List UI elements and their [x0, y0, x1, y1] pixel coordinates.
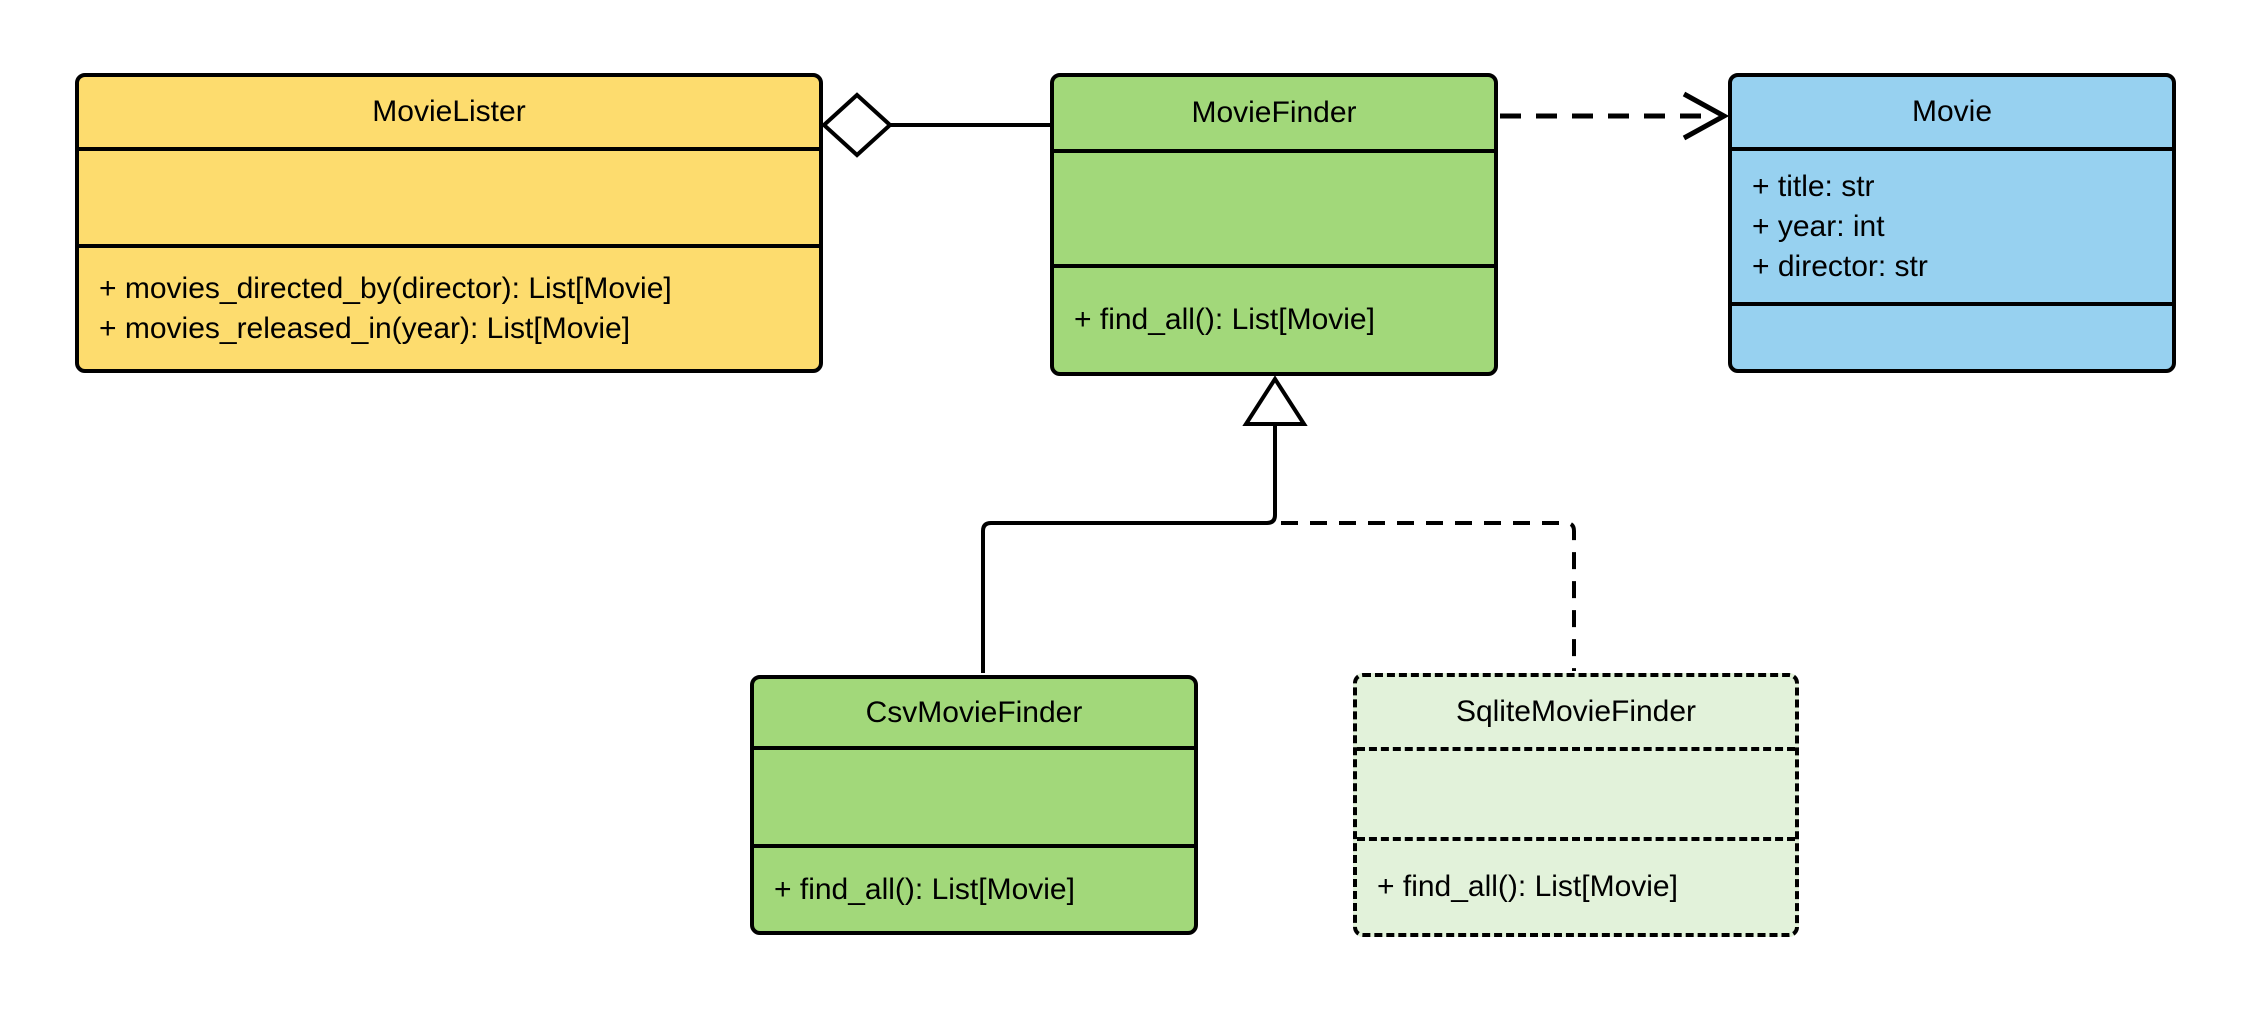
class-moviefinder: MovieFinder + find_all(): List[Movie] [1050, 73, 1498, 376]
methods-section: + find_all(): List[Movie] [1357, 837, 1795, 933]
class-title: MovieLister [79, 77, 819, 147]
aggregation-connector-movielister-moviefinder [821, 92, 1050, 158]
methods-section: + movies_directed_by(director): List[Mov… [79, 244, 819, 369]
method-label: + find_all(): List[Movie] [774, 872, 1075, 906]
class-name-label: SqliteMovieFinder [1455, 695, 1697, 728]
class-title: MovieFinder [1054, 77, 1494, 149]
methods-section: + find_all(): List[Movie] [1054, 264, 1494, 372]
class-name-label: MovieFinder [1191, 96, 1357, 129]
attribute-label: + title: str [1752, 169, 1875, 203]
attributes-section [1054, 149, 1494, 264]
class-csvmoviefinder: CsvMovieFinder + find_all(): List[Movie] [750, 675, 1198, 935]
generalization-connector-csvmoviefinder-moviefinder [981, 375, 1308, 673]
hollow-diamond-marker [821, 92, 893, 158]
method-label: + find_all(): List[Movie] [1377, 870, 1678, 903]
class-sqlitemoviefinder: SqliteMovieFinder + find_all(): List[Mov… [1353, 673, 1799, 937]
class-title: CsvMovieFinder [754, 679, 1194, 746]
attributes-section [79, 147, 819, 244]
attribute-label: + year: int [1752, 209, 1885, 243]
class-name-label: Movie [1911, 95, 1993, 128]
attributes-section: + title: str + year: int + director: str [1732, 147, 2172, 302]
method-label: + movies_directed_by(director): List[Mov… [99, 271, 672, 305]
methods-section: + find_all(): List[Movie] [754, 844, 1194, 931]
dependency-connector-moviefinder-movie [1500, 91, 1730, 141]
generalization-connector-sqlitemoviefinder-moviefinder [1281, 521, 1576, 671]
attributes-section [1357, 747, 1795, 837]
method-label: + movies_released_in(year): List[Movie] [99, 311, 631, 345]
class-title: Movie [1732, 77, 2172, 147]
class-movielister: MovieLister + movies_directed_by(directo… [75, 73, 823, 373]
methods-section [1732, 302, 2172, 369]
attributes-section [754, 746, 1194, 844]
hollow-triangle-marker [1242, 375, 1308, 426]
class-name-label: MovieLister [372, 95, 526, 128]
open-arrowhead-marker [1682, 91, 1730, 141]
attribute-label: + director: str [1752, 249, 1928, 283]
class-title: SqliteMovieFinder [1357, 677, 1795, 747]
class-movie: Movie + title: str + year: int + directo… [1728, 73, 2176, 373]
method-label: + find_all(): List[Movie] [1074, 303, 1375, 336]
class-name-label: CsvMovieFinder [865, 695, 1083, 729]
